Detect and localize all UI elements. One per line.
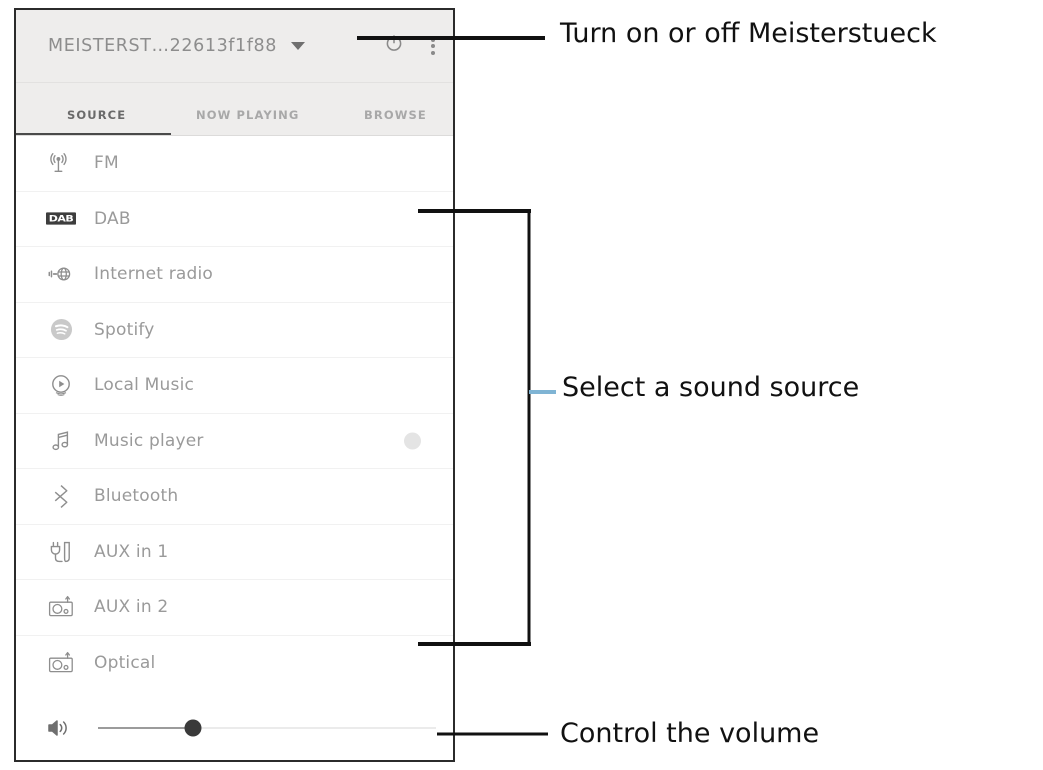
slider-track xyxy=(98,727,436,729)
list-item[interactable]: Internet radio xyxy=(16,247,453,303)
tab-source[interactable]: SOURCE xyxy=(67,108,127,122)
aux-jack-icon xyxy=(44,594,78,620)
volume-slider[interactable] xyxy=(98,719,436,737)
app-panel: MEISTERST…22613f1f88 SOURCE xyxy=(14,8,455,762)
kebab-dot xyxy=(431,50,435,55)
annotation-source-label: Select a sound source xyxy=(562,372,860,403)
list-item[interactable]: AUX in 1 xyxy=(16,525,453,580)
list-item-label: DAB xyxy=(94,208,131,229)
list-item-label: AUX in 2 xyxy=(94,597,169,618)
list-item[interactable]: FM xyxy=(16,136,453,192)
app-header: MEISTERST…22613f1f88 SOURCE xyxy=(16,10,453,136)
source-list: FM DAB DAB xyxy=(16,136,453,691)
device-selector[interactable]: MEISTERST…22613f1f88 xyxy=(16,10,453,82)
list-item[interactable]: Local Music xyxy=(16,358,453,414)
list-item-label: AUX in 1 xyxy=(94,541,169,562)
optical-jack-icon xyxy=(44,650,78,676)
slider-thumb[interactable] xyxy=(184,719,202,737)
spotify-icon xyxy=(44,318,78,341)
list-item[interactable]: AUX in 2 xyxy=(16,580,453,636)
dab-logo-icon: DAB xyxy=(44,211,78,226)
tab-browse[interactable]: BROWSE xyxy=(364,108,427,122)
header-actions xyxy=(383,10,435,82)
chevron-down-icon[interactable] xyxy=(291,42,306,50)
list-item-label: Music player xyxy=(94,430,204,451)
power-icon[interactable] xyxy=(383,33,405,59)
list-item-label: Optical xyxy=(94,653,156,674)
bluetooth-icon xyxy=(44,484,78,509)
music-note-icon xyxy=(44,429,78,453)
tab-now-playing[interactable]: NOW PLAYING xyxy=(196,108,300,122)
play-circle-icon xyxy=(44,373,78,397)
list-item[interactable]: Optical xyxy=(16,636,453,692)
tab-bar: SOURCE NOW PLAYING BROWSE xyxy=(16,82,453,136)
overflow-menu-icon[interactable] xyxy=(431,37,435,55)
list-item[interactable]: Music player xyxy=(16,414,453,469)
list-item[interactable]: DAB DAB xyxy=(16,192,453,247)
globe-signal-icon xyxy=(44,263,78,285)
list-item-label: Internet radio xyxy=(94,264,214,285)
kebab-dot xyxy=(431,44,435,48)
slider-fill xyxy=(98,727,193,729)
list-item-label: FM xyxy=(94,153,119,174)
list-item[interactable]: Spotify xyxy=(16,303,453,358)
kebab-dot xyxy=(431,37,435,42)
status-badge xyxy=(404,432,421,450)
annotation-volume-label: Control the volume xyxy=(560,718,820,749)
antenna-icon xyxy=(44,152,78,174)
device-title: MEISTERST…22613f1f88 xyxy=(48,36,278,56)
list-item-label: Spotify xyxy=(94,319,155,340)
volume-bar xyxy=(16,696,453,760)
speaker-volume-icon[interactable] xyxy=(46,717,76,739)
header-bottom-border xyxy=(16,135,453,136)
annotation-power-label: Turn on or off Meisterstueck xyxy=(560,18,937,49)
aux-plug-icon xyxy=(44,539,78,565)
dab-wordmark: DAB xyxy=(45,212,77,225)
list-item[interactable]: Bluetooth xyxy=(16,469,453,525)
list-item-label: Local Music xyxy=(94,375,195,396)
active-tab-indicator xyxy=(16,133,171,136)
list-item-label: Bluetooth xyxy=(94,486,179,507)
header-divider xyxy=(16,82,453,83)
